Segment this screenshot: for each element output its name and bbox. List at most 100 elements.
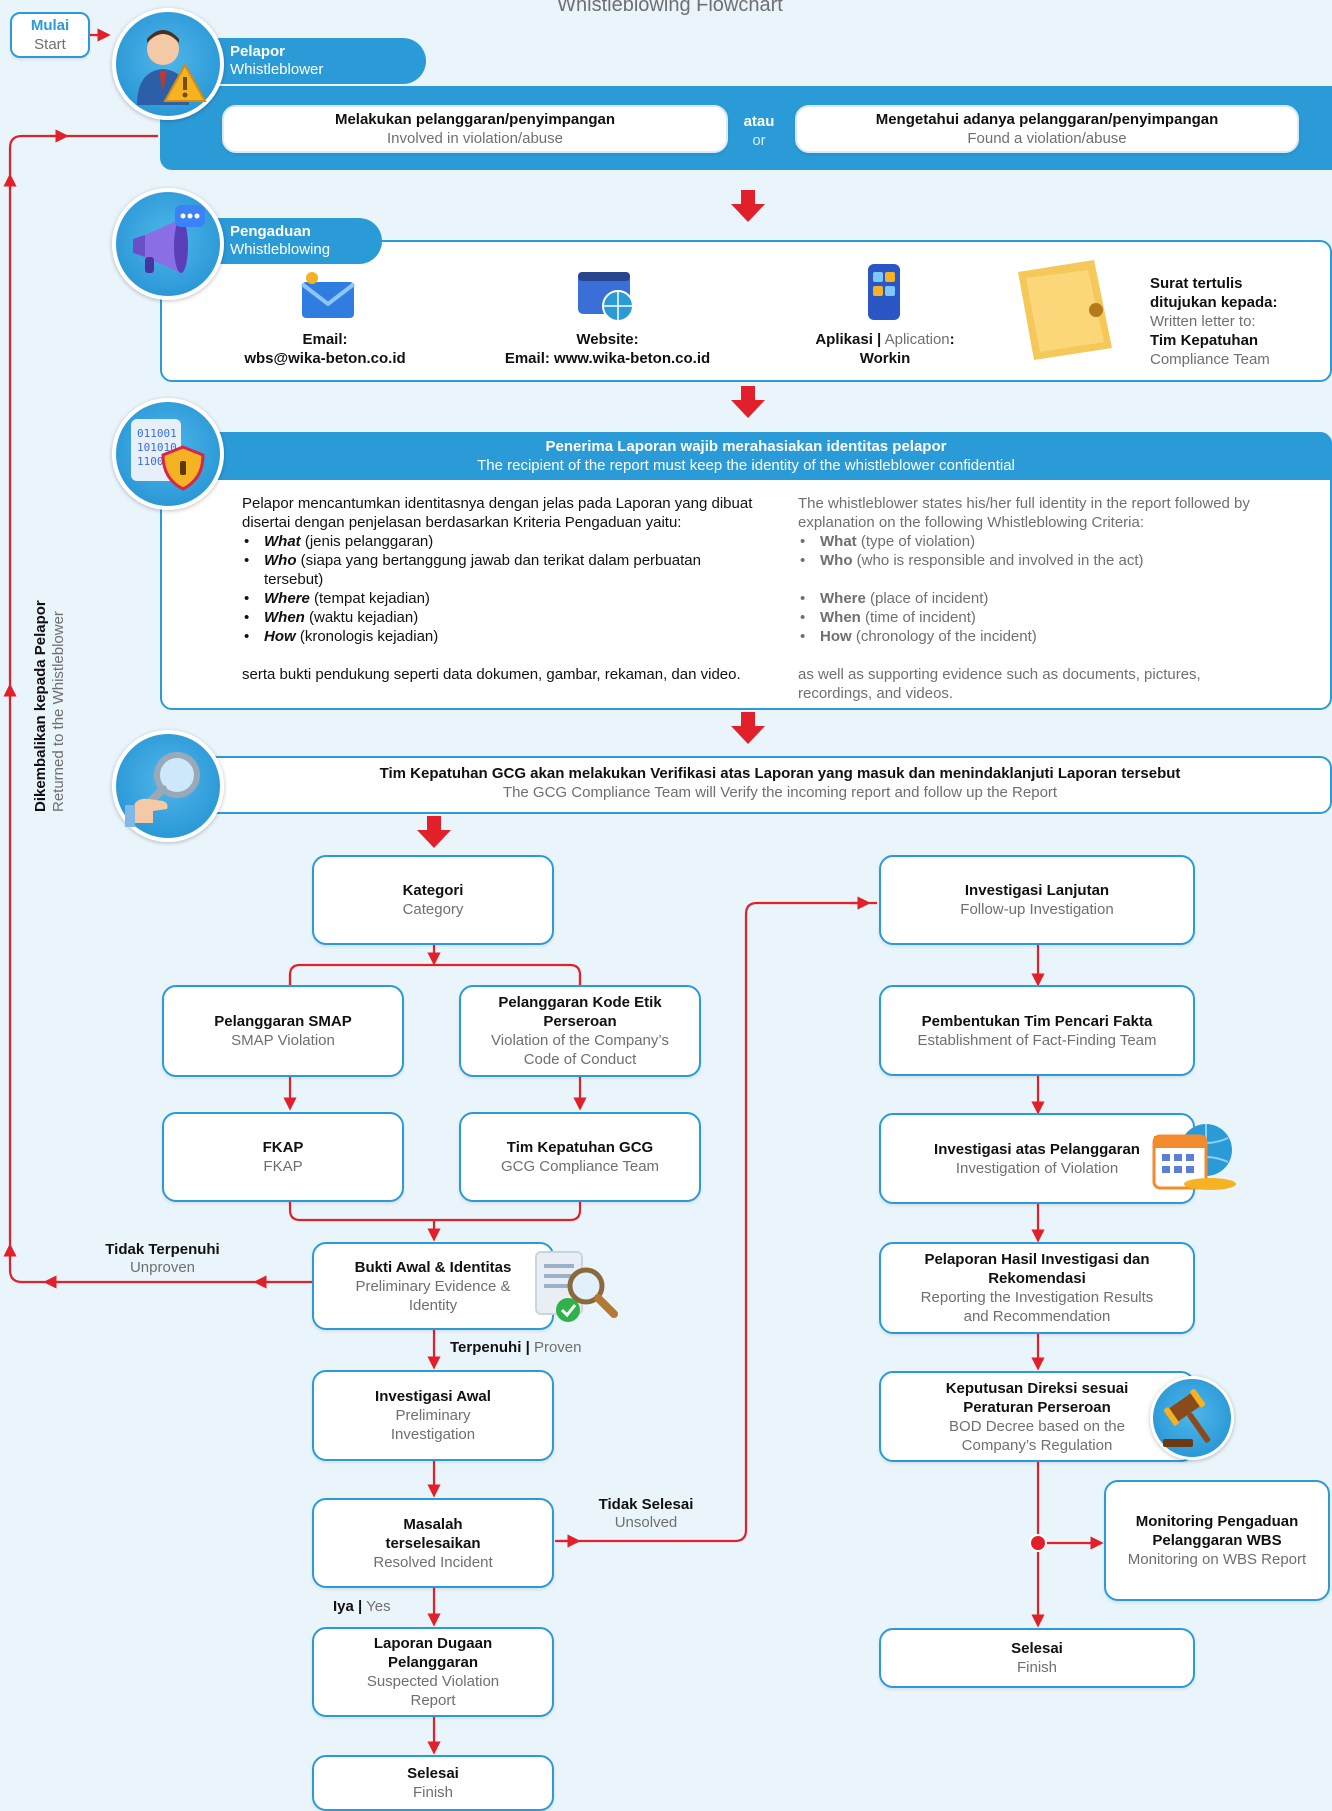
- unproven-en: Unproven: [129, 1259, 196, 1276]
- app-label-id: Aplikasi: [815, 331, 873, 348]
- calendar-globe-icon: [1150, 1118, 1240, 1198]
- criteria-item-en: Who (who is responsible and involved in …: [798, 551, 1308, 570]
- proven-id: Terpenuhi: [450, 1339, 522, 1356]
- split-bar: [288, 963, 582, 985]
- letter-team-en: Compliance Team: [1150, 351, 1270, 368]
- section-complaint-tab: Pengaduan Whistleblowing: [212, 218, 382, 264]
- node-finish-left: Selesai Finish: [312, 1755, 554, 1811]
- unsolved-id: Tidak Selesai: [598, 1496, 694, 1513]
- node-gcg-team: Tim Kepatuhan GCG GCG Compliance Team: [459, 1112, 701, 1202]
- edge-label-yes: Iya | Yes: [333, 1598, 391, 1616]
- proven-sep: |: [525, 1339, 530, 1356]
- criteria-item-en: When (time of incident): [798, 608, 1308, 627]
- criteria-item-en: How (chronology of the incident): [798, 627, 1308, 646]
- yes-sep: |: [358, 1598, 363, 1615]
- criteria-key: Who: [820, 552, 853, 569]
- start-label-en: Start: [34, 36, 66, 53]
- app-channel: Aplikasi | Aplication: Workin: [790, 330, 980, 368]
- criteria-desc: (siapa yang bertanggung jawab dan terika…: [264, 552, 701, 588]
- node-subtitle: Preliminary Investigation: [390, 1407, 476, 1443]
- criteria-desc: (tempat kejadian): [309, 590, 430, 607]
- branch-node: [1029, 1534, 1047, 1552]
- megaphone-icon: [112, 188, 224, 300]
- website-value: Email: www.wika-beton.co.id: [504, 350, 711, 367]
- criteria-key: What: [264, 533, 301, 550]
- edge-label-proven: Terpenuhi | Proven: [450, 1339, 581, 1357]
- app-sep: |: [877, 331, 882, 348]
- app-value: Workin: [859, 350, 911, 367]
- magnifier-hand-icon: [112, 730, 224, 842]
- svg-text:101010: 101010: [137, 441, 177, 454]
- app-colon: :: [949, 331, 955, 348]
- criteria-key: How: [820, 628, 852, 645]
- node-violation-report: Laporan Dugaan Pelanggaran Suspected Vio…: [312, 1627, 554, 1717]
- criteria-outro-id: serta bukti pendukung seperti data dokum…: [242, 666, 741, 683]
- section-verification-panel: [160, 756, 1332, 814]
- or-label: atau or: [732, 112, 786, 150]
- node-title: Keputusan Direksi sesuai Peraturan Perse…: [945, 1379, 1129, 1416]
- node-smap: Pelanggaran SMAP SMAP Violation: [162, 985, 404, 1077]
- return-loop-line: [8, 134, 312, 1284]
- criteria-item-en: Where (place of incident): [798, 589, 1308, 608]
- node-subtitle: Reporting the Investigation Results and …: [920, 1289, 1154, 1325]
- node-code-of-conduct: Pelanggaran Kode Etik Perseroan Violatio…: [459, 985, 701, 1077]
- node-title: Masalah terselesaikan: [385, 1515, 481, 1552]
- letter-line2: ditujukan kepada:: [1150, 294, 1278, 311]
- node-subtitle: BOD Decree based on the Company’s Regula…: [949, 1417, 1125, 1454]
- node-subtitle: Category: [402, 901, 464, 918]
- confidential-head-id: Penerima Laporan wajib merahasiakan iden…: [545, 438, 947, 455]
- node-preliminary-evidence: Bukti Awal & Identitas Preliminary Evide…: [312, 1242, 554, 1330]
- or-id: atau: [743, 113, 775, 130]
- node-subtitle: Finish: [412, 1784, 453, 1801]
- website-label: Website:: [576, 331, 639, 348]
- node-title: Pembentukan Tim Pencari Fakta: [921, 1012, 1153, 1030]
- option-found: Mengetahui adanya pelanggaran/penyimpang…: [795, 105, 1299, 153]
- node-subtitle: SMAP Violation: [231, 1032, 335, 1049]
- criteria-key: When: [820, 609, 861, 626]
- app-label-en: Aplication: [884, 331, 950, 348]
- criteria-item-id: Where (tempat kejadian): [242, 589, 762, 608]
- option-found-en: Found a violation/abuse: [967, 130, 1127, 147]
- node-title: Selesai: [407, 1765, 459, 1782]
- page-title: Whistleblowing Flowchart: [557, 0, 783, 16]
- node-preliminary-investigation: Investigasi Awal Preliminary Investigati…: [312, 1370, 554, 1461]
- criteria-desc: (jenis pelanggaran): [300, 533, 434, 550]
- tab-whistleblower-id: Pelapor: [230, 43, 286, 60]
- option-involved-id: Melakukan pelanggaran/penyimpangan: [334, 111, 616, 128]
- letter-en: Written letter to:: [1150, 313, 1256, 330]
- node-subtitle: FKAP: [263, 1158, 303, 1175]
- node-subtitle: Monitoring on WBS Report: [1127, 1551, 1307, 1568]
- criteria-desc: (waktu kejadian): [304, 609, 419, 626]
- email-channel: Email: wbs@wika-beton.co.id: [210, 330, 440, 368]
- criteria-list-en: What (type of violation) Who (who is res…: [798, 532, 1308, 646]
- unproven-id: Tidak Terpenuhi: [105, 1241, 220, 1258]
- criteria-outro-en: as well as supporting evidence such as d…: [798, 666, 1201, 702]
- tab-complaint-id: Pengaduan: [230, 223, 311, 240]
- letter-line1: Surat tertulis: [1150, 275, 1243, 292]
- node-title: Investigasi Lanjutan: [964, 882, 1110, 899]
- returned-label-en-text: Returned to the Whistleblower: [50, 611, 67, 812]
- node-title: Investigasi atas Pelanggaran: [934, 1140, 1140, 1158]
- website-channel: Website: Email: www.wika-beton.co.id: [480, 330, 735, 368]
- option-involved: Melakukan pelanggaran/penyimpangan Invol…: [222, 105, 728, 153]
- node-subtitle: Investigation of Violation: [955, 1159, 1119, 1177]
- big-arrow-4: [417, 816, 451, 848]
- criteria-key: Who: [264, 552, 297, 569]
- node-subtitle: Resolved Incident: [373, 1553, 493, 1571]
- node-subtitle: Preliminary Evidence & Identity: [355, 1277, 511, 1314]
- criteria-item-id: Who (siapa yang bertanggung jawab dan te…: [242, 551, 762, 589]
- criteria-desc: (who is responsible and involved in the …: [852, 552, 1144, 569]
- proven-en: Proven: [533, 1339, 582, 1356]
- node-title: Investigasi Awal: [375, 1388, 491, 1405]
- returned-label-id: Dikembalikan kepada Pelapor: [32, 600, 49, 812]
- or-en: or: [752, 132, 766, 149]
- criteria-item-id: When (waktu kejadian): [242, 608, 762, 627]
- start-node: Mulai Start: [10, 12, 90, 58]
- returned-label: Dikembalikan kepada Pelapor: [32, 600, 49, 812]
- node-title: FKAP: [262, 1139, 304, 1156]
- verification-id: Tim Kepatuhan GCG akan melakukan Verifik…: [379, 765, 1181, 782]
- node-violation-investigation: Investigasi atas Pelanggaran Investigati…: [879, 1113, 1195, 1204]
- verification-text: Tim Kepatuhan GCG akan melakukan Verifik…: [230, 764, 1330, 802]
